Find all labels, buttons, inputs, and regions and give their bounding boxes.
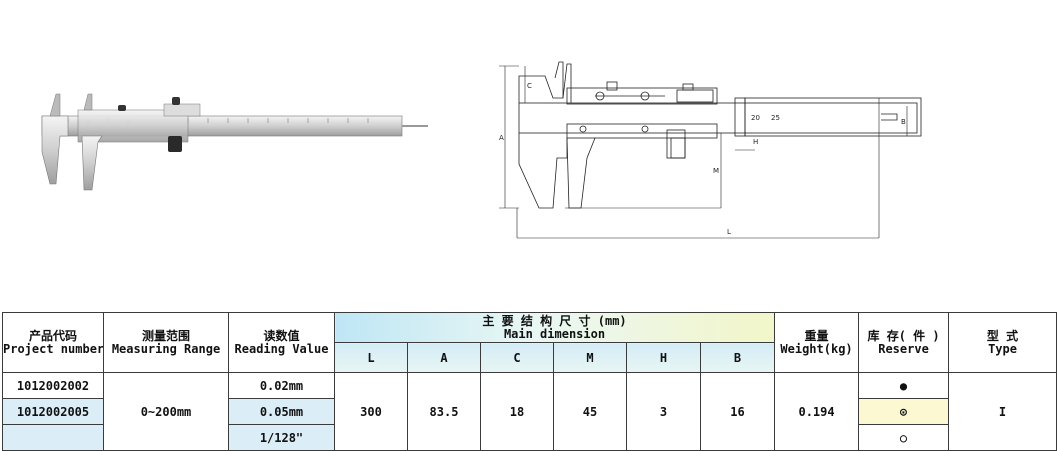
- caliper-dimension-drawing: A C M L H B 20 25: [499, 61, 922, 239]
- shared-h: 3: [626, 372, 701, 451]
- header-range-en: Measuring Range: [111, 341, 221, 356]
- header-main-dim-en: Main dimension: [503, 326, 606, 341]
- row-3-code: [2, 424, 104, 451]
- row-3-reserve: ○: [858, 424, 950, 451]
- dim-label-b: B: [901, 118, 906, 126]
- scale-label-20: 20: [751, 114, 760, 122]
- header-weight: 重量 Weight(kg): [774, 312, 860, 373]
- row-1-code: 1012002002: [2, 372, 104, 399]
- caliper-photo: [41, 93, 428, 191]
- dim-label-a: A: [499, 134, 504, 142]
- shared-range: 0~200mm: [103, 372, 229, 451]
- shared-m: 45: [553, 372, 627, 451]
- header-reserve: 库 存( 件 ) Reserve: [858, 312, 950, 373]
- header-reserve-cn: 库 存( 件 ): [867, 328, 940, 343]
- dim-header-h: H: [626, 342, 701, 373]
- header-measuring-range: 测量范围 Measuring Range: [103, 312, 229, 373]
- dim-header-m: M: [553, 342, 627, 373]
- header-main-dim-cn: 主 要 结 构 尺 寸 (mm): [482, 313, 627, 328]
- row-2-reserve: ⊙: [858, 398, 950, 425]
- scale-label-25: 25: [771, 114, 780, 122]
- spec-table: 产品代码 Project number 测量范围 Measuring Range…: [2, 312, 1058, 451]
- row-1-reserve: ●: [858, 372, 950, 399]
- dim-label-l: L: [727, 228, 731, 236]
- header-product-en: Project number: [3, 341, 104, 356]
- dim-label-h: H: [753, 138, 758, 146]
- header-main-dimension: 主 要 结 构 尺 寸 (mm) Main dimension: [333, 312, 776, 343]
- header-reserve-en: Reserve: [878, 341, 929, 356]
- dim-header-b: B: [699, 342, 776, 373]
- shared-type: I: [948, 372, 1058, 451]
- row-1-reading: 0.02mm: [228, 372, 335, 399]
- shared-a: 83.5: [407, 372, 481, 451]
- header-type-en: Type: [988, 341, 1017, 356]
- header-reading-value: 读数值 Reading Value: [228, 312, 335, 373]
- header-product-number: 产品代码 Project number: [2, 312, 104, 373]
- range-value: 0~200mm: [140, 404, 192, 419]
- dim-label-c: C: [527, 82, 532, 90]
- dim-header-c: C: [480, 342, 554, 373]
- row-3-reading: 1/128": [228, 424, 335, 451]
- shared-l: 300: [334, 372, 408, 451]
- header-reading-cn: 读数值: [263, 328, 300, 343]
- row-2-reading: 0.05mm: [228, 398, 335, 425]
- dim-label-m: M: [713, 167, 719, 175]
- shared-weight: 0.194: [774, 372, 860, 451]
- dim-header-l: L: [334, 342, 408, 373]
- row-2-code: 1012002005: [2, 398, 104, 425]
- header-product-cn: 产品代码: [28, 328, 77, 343]
- dim-header-a: A: [407, 342, 481, 373]
- header-range-cn: 测量范围: [141, 328, 190, 343]
- header-reading-en: Reading Value: [234, 341, 329, 356]
- shared-c: 18: [480, 372, 554, 451]
- shared-b: 16: [699, 372, 776, 451]
- header-type-cn: 型 式: [986, 328, 1019, 343]
- header-type: 型 式 Type: [948, 312, 1058, 373]
- header-weight-en: Weight(kg): [780, 341, 853, 356]
- header-weight-cn: 重量: [804, 328, 829, 343]
